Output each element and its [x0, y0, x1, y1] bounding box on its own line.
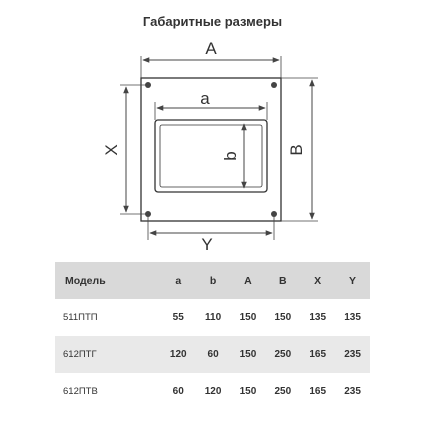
- table-cell: 150: [274, 312, 292, 323]
- label-b: b: [221, 151, 240, 160]
- table-cell: 150: [239, 386, 257, 397]
- table-cell: 235: [344, 349, 361, 360]
- table-cell: 60: [172, 386, 184, 397]
- table-cell: 612ПТВ: [63, 386, 98, 397]
- table-header-row: Модель a b A B X Y: [55, 262, 370, 299]
- table-cell: 120: [169, 349, 187, 360]
- table-cell: 250: [274, 349, 292, 360]
- label-Y: Y: [201, 235, 212, 254]
- table-cell: 250: [274, 386, 292, 397]
- table-cell: 165: [309, 349, 327, 360]
- table-cell: 150: [239, 312, 257, 323]
- table-cell: 135: [309, 312, 327, 323]
- dimensions-table: Модель a b A B X Y 511ПТП 55 110 150 150…: [55, 262, 370, 410]
- column-header: a: [175, 274, 182, 287]
- label-B: B: [287, 144, 306, 155]
- table-cell: 135: [344, 312, 361, 323]
- column-header: Y: [349, 274, 357, 287]
- table-row: 511ПТП 55 110 150 150 135 135: [55, 299, 370, 336]
- screw-hole: [271, 82, 277, 88]
- page-title: Габаритные размеры: [142, 14, 283, 29]
- table-cell: 60: [207, 349, 219, 360]
- column-header: Модель: [65, 274, 106, 287]
- table-cell: 110: [205, 312, 222, 323]
- label-a: a: [200, 89, 210, 108]
- table-cell: 612ПТГ: [63, 349, 97, 360]
- table-cell: 120: [204, 386, 222, 397]
- table-row: 612ПТГ 120 60 150 250 165 235: [55, 336, 370, 373]
- column-header: A: [244, 274, 252, 287]
- label-X: X: [102, 144, 121, 155]
- dimension-drawing: A a b B X Y: [102, 39, 318, 254]
- label-A: A: [205, 39, 217, 58]
- table-cell: 150: [239, 349, 257, 360]
- table-cell: 511ПТП: [63, 312, 98, 323]
- table-cell: 235: [344, 386, 361, 397]
- table-row: 612ПТВ 60 120 150 250 165 235: [55, 373, 370, 410]
- table-cell: 55: [172, 312, 184, 323]
- column-header: X: [314, 274, 322, 287]
- column-header: b: [209, 274, 217, 287]
- inner-opening: [154, 119, 268, 193]
- table-cell: 165: [309, 386, 327, 397]
- column-header: B: [279, 274, 287, 287]
